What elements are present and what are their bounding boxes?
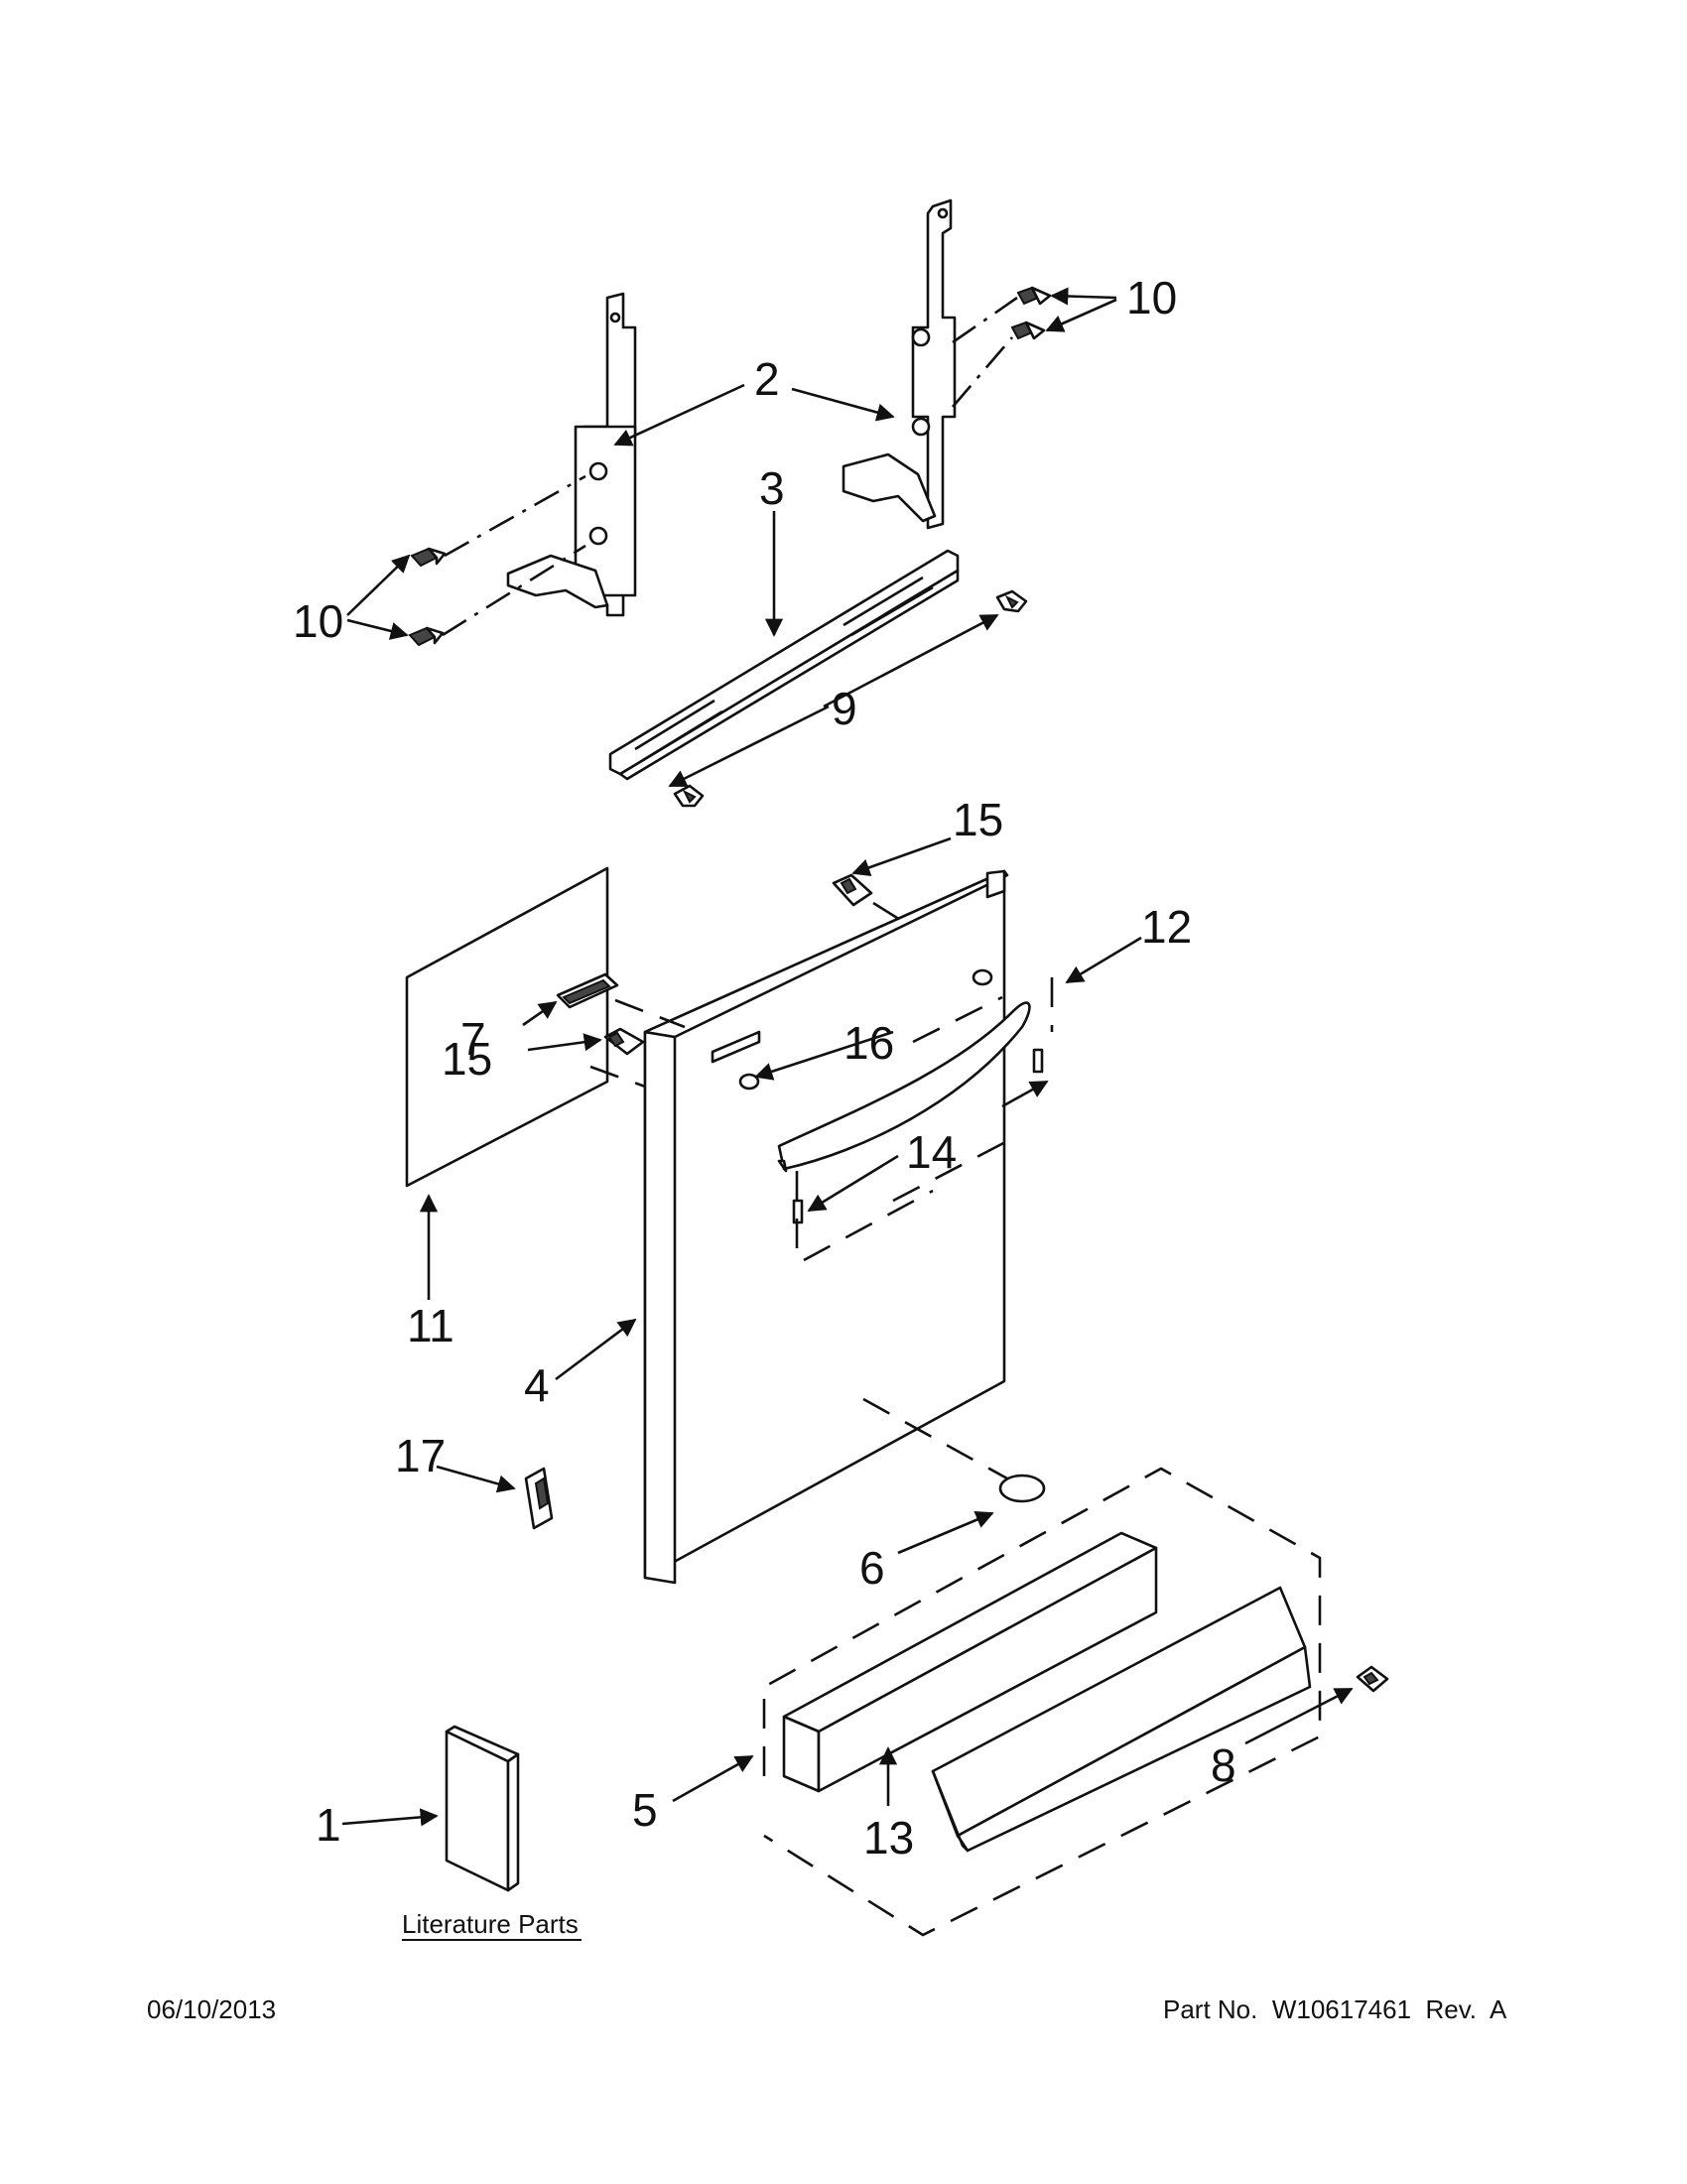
callout-7: 7: [460, 1013, 486, 1065]
door-bumper: [556, 972, 619, 1009]
outer-door-panel: [643, 869, 1009, 1585]
callout-8: 8: [1211, 1739, 1236, 1791]
toe-panel: [931, 1586, 1312, 1853]
callout-4: 4: [524, 1359, 550, 1411]
callout-10-right: 10: [1126, 272, 1177, 323]
hinge-screws: [408, 286, 1052, 647]
toe-panel-screw: [1356, 1665, 1389, 1693]
toe-insulation-foam: [782, 1531, 1158, 1793]
callout-3: 3: [759, 462, 785, 514]
callout-12: 12: [1141, 901, 1192, 953]
trim-clip: [524, 1467, 554, 1530]
leader-handle-upper: [912, 995, 1003, 1044]
panel-screw-upper: [832, 873, 873, 907]
leader-bumper: [614, 998, 686, 1029]
callout-17: 17: [395, 1430, 446, 1481]
footer-part-number: Part No. W10617461 Rev. A: [1163, 1994, 1507, 2024]
leader-screw-upper-left: [444, 474, 586, 558]
callout-2: 2: [754, 353, 780, 405]
callout-arrows: [341, 287, 1354, 1827]
hinge-support-bar: [608, 549, 960, 781]
door-plug: [998, 1474, 1046, 1503]
leader-handle-lower: [892, 1139, 1008, 1203]
callout-5: 5: [632, 1784, 658, 1836]
leader-plug: [862, 1397, 1008, 1480]
leader-panel-screw: [872, 901, 914, 930]
callout-13: 13: [863, 1812, 914, 1863]
leader-screw-lower-right: [952, 336, 1013, 408]
callout-1: 1: [316, 1799, 341, 1851]
callout-16: 16: [844, 1017, 894, 1069]
callout-15-lower: 15: [442, 1033, 492, 1085]
left-hinge-bracket: [506, 292, 637, 617]
door-handle: [777, 1001, 1031, 1173]
callout-14: 14: [906, 1126, 957, 1178]
callout-6: 6: [859, 1542, 885, 1594]
panel-screw-lower: [603, 1027, 645, 1056]
bar-screws: [673, 589, 1028, 808]
callout-11: 11: [407, 1300, 454, 1351]
callout-9: 9: [832, 683, 857, 734]
toe-panel-assembly-outline: [762, 1467, 1322, 1937]
footer-date: 06/10/2013: [147, 1994, 277, 2024]
leader-screw-upper-right: [952, 296, 1018, 344]
literature-booklet: [445, 1725, 520, 1892]
insulation-sheet: [405, 866, 609, 1188]
callout-15-upper: 15: [953, 794, 1003, 845]
literature-parts-label: Literature Parts: [402, 1909, 579, 1939]
right-hinge-bracket: [842, 198, 957, 530]
callout-10-left: 10: [293, 595, 343, 647]
leader-handle-bottom: [803, 1189, 934, 1262]
leader-lower-screw: [589, 1065, 646, 1089]
handle-screws: [738, 968, 993, 1091]
